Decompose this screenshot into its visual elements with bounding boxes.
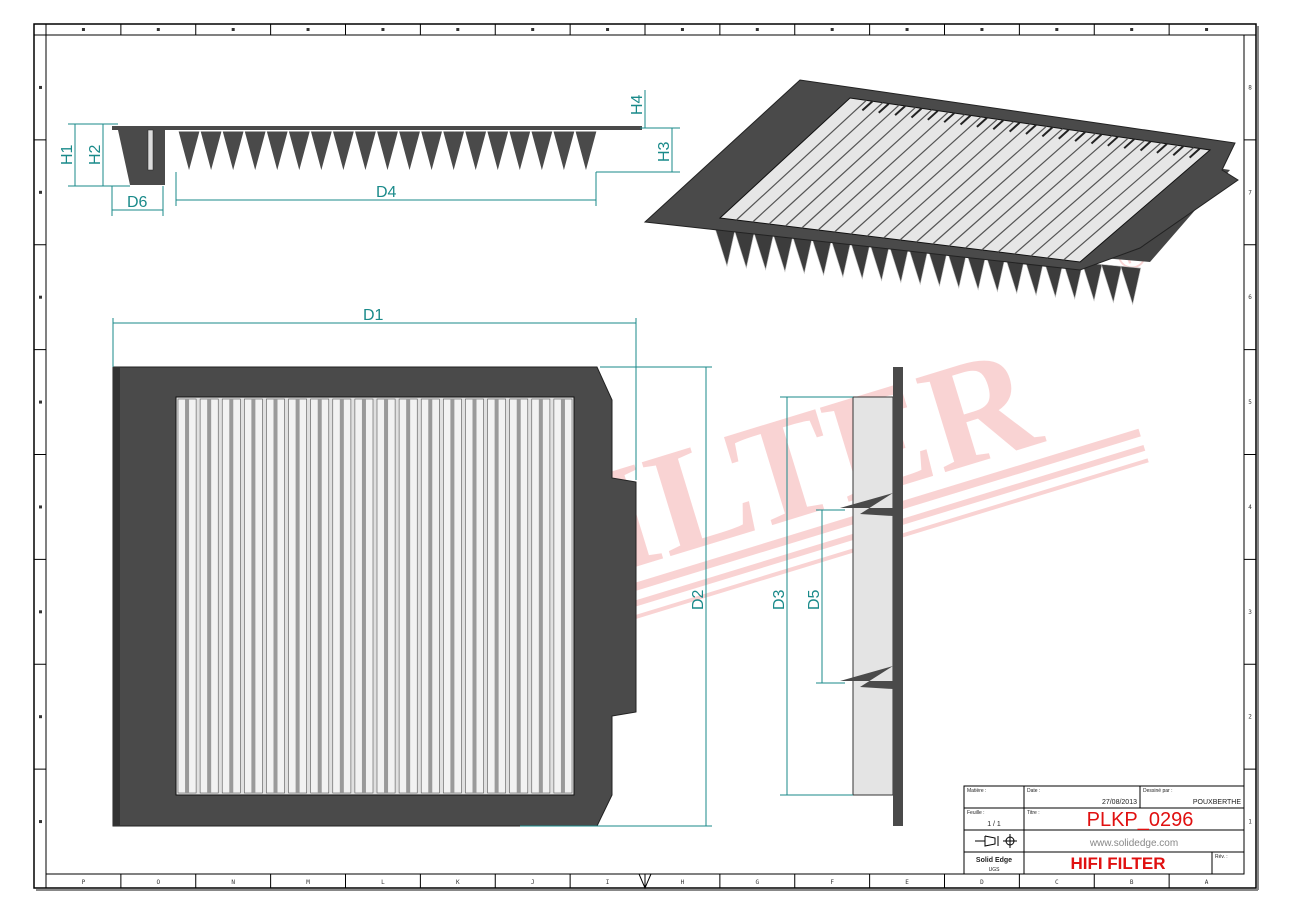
border-row-label: 8	[1248, 84, 1252, 91]
border-column-label: I	[606, 879, 610, 886]
border-row-label: 6	[1248, 294, 1252, 301]
website: www.solidedge.com	[1089, 838, 1178, 849]
title-block-text: Matière : Date : 27/08/2013 Dessiné par …	[967, 788, 1241, 873]
border-column-label: P	[82, 879, 86, 886]
pleat	[530, 130, 554, 174]
company-name: HIFI FILTER	[1070, 854, 1165, 873]
pleat	[243, 130, 267, 174]
border-column-label: F	[830, 879, 834, 886]
pleat	[287, 130, 311, 174]
drawn-by-label: Dessiné par :	[1143, 788, 1172, 794]
isometric-view	[643, 79, 1239, 306]
revision-label: Rév. :	[1215, 854, 1228, 860]
date-value: 27/08/2013	[1102, 799, 1137, 806]
pleat	[419, 130, 444, 174]
title-label: Titre :	[1027, 810, 1040, 816]
pleat	[177, 130, 201, 174]
dimension-lines	[68, 90, 853, 827]
front-view	[112, 366, 637, 827]
sheet-value: 1 / 1	[987, 821, 1001, 828]
pleat	[375, 130, 400, 174]
right-side-view	[840, 367, 903, 826]
border-column-label: E	[905, 879, 909, 886]
pleat	[464, 130, 488, 174]
border-row-label: 4	[1248, 504, 1252, 511]
pleat	[574, 130, 598, 174]
border-row-label: 1	[1248, 819, 1252, 826]
software-vendor: UGS	[989, 867, 1001, 873]
border-row-label: 7	[1248, 189, 1252, 196]
side-view	[112, 126, 642, 185]
dimension-labels: H1 H2 H4 H3 D6 D4 D1 D2 D3 D5	[59, 94, 823, 610]
border-column-label: O	[157, 879, 161, 886]
dim-h2: H2	[87, 144, 104, 165]
border-column-label: G	[756, 879, 760, 886]
pleat	[1100, 264, 1122, 304]
pleat	[309, 130, 334, 174]
pleat	[331, 130, 356, 174]
dim-d6: D6	[127, 194, 148, 211]
border-column-label: H	[681, 879, 685, 886]
dim-d1: D1	[363, 307, 384, 324]
title-block	[963, 785, 1245, 875]
pleat	[486, 130, 510, 174]
border-column-label: K	[456, 879, 460, 886]
pleat	[1120, 265, 1142, 306]
dim-d4: D4	[376, 184, 397, 201]
border-zone-marks: P O N M L K J I H G F E D C B A 8 7 6 5 4 3 2 1	[34, 24, 1256, 890]
border-column-label: B	[1130, 879, 1134, 886]
dim-d2: D2	[690, 589, 707, 610]
pleat	[199, 130, 223, 174]
border-row-label: 5	[1248, 399, 1252, 406]
dim-h3: H3	[656, 141, 673, 162]
border-column-label: J	[531, 879, 535, 886]
pleat	[353, 130, 378, 174]
sheet-label: Feuille :	[967, 810, 985, 816]
border-column-label: N	[231, 879, 235, 886]
border-row-label: 3	[1248, 609, 1252, 616]
dim-h1: H1	[59, 144, 76, 165]
dim-h4: H4	[629, 94, 646, 115]
pleat	[265, 130, 289, 174]
border-column-label: D	[980, 879, 984, 886]
drawn-by-value: POUXBERTHE	[1193, 799, 1241, 806]
material-label: Matière :	[967, 788, 986, 794]
software-name: Solid Edge	[976, 857, 1012, 864]
border-column-label: A	[1205, 879, 1209, 886]
pleat	[221, 130, 245, 174]
pleat	[397, 130, 422, 174]
border-column-label: L	[381, 879, 385, 886]
dim-d3: D3	[771, 589, 788, 610]
pleat	[441, 130, 466, 174]
pleat	[508, 130, 532, 174]
date-label: Date :	[1027, 788, 1040, 794]
pleat	[552, 130, 576, 174]
dim-d5: D5	[806, 589, 823, 610]
border-column-label: C	[1055, 879, 1059, 886]
drawing-title: PLKP_0296	[1087, 809, 1194, 831]
border-row-label: 2	[1248, 714, 1252, 721]
border-column-label: M	[306, 879, 310, 886]
